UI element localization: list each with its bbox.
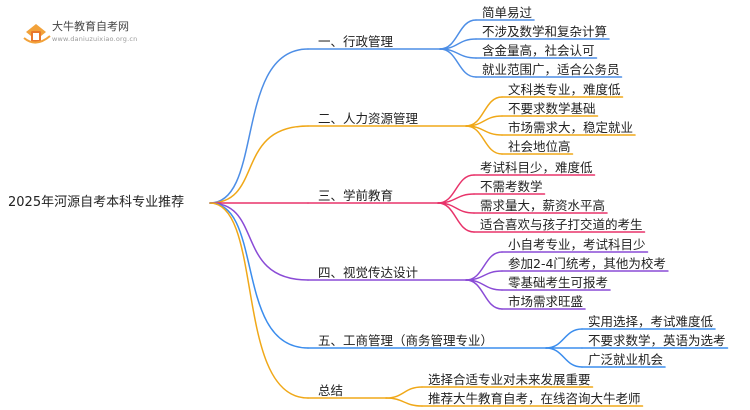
leaf-3-1: 考试科目少，难度低 (480, 160, 593, 175)
leaf-3-2: 不需考数学 (480, 179, 543, 194)
leaf-5-1: 实用选择，考试难度低 (588, 314, 714, 329)
leaf-4-3: 零基础考生可报考 (508, 275, 609, 290)
root-topic: 2025年河源自考本科专业推荐 (8, 195, 185, 210)
connector-branch-5-leaf-3 (545, 347, 583, 368)
logo-icon (23, 24, 51, 44)
connector-root-branch-4 (209, 202, 309, 281)
connector-branch-3-leaf-4 (437, 202, 475, 233)
leaf-1-1: 简单易过 (482, 5, 533, 20)
connector-branch-6-leaf-2 (385, 397, 423, 407)
connector-root-branch-2 (209, 125, 309, 204)
leaf-2-2: 不要求数学基础 (508, 101, 596, 116)
leaf-1-4: 就业范围广，适合公务员 (482, 62, 620, 77)
branch-6-label: 总结 (318, 383, 344, 398)
connector-branch-4-leaf-4 (465, 279, 503, 310)
branch-5-label: 五、工商管理（商务管理专业） (318, 333, 494, 348)
connector-branch-6-leaf-1 (385, 386, 423, 399)
logo-name: 大牛教育自考网 (52, 20, 129, 33)
leaf-2-4: 社会地位高 (508, 139, 571, 154)
branch-4-label: 四、视觉传达设计 (318, 265, 419, 280)
connector-branch-2-leaf-4 (465, 125, 503, 155)
leaf-2-1: 文科类专业，难度低 (508, 82, 621, 97)
leaf-5-3: 广泛就业机会 (588, 352, 664, 367)
branch-3-label: 三、学前教育 (318, 188, 394, 203)
leaf-6-2: 推荐大牛教育自考，在线咨询大牛老师 (428, 391, 641, 406)
branch-2-label: 二、人力资源管理 (318, 111, 419, 126)
connector-root-branch-1 (209, 48, 309, 204)
logo-url: www.daniuzuixiao.org.cn (52, 35, 138, 43)
leaf-1-2: 不涉及数学和复杂计算 (482, 24, 608, 39)
leaf-4-1: 小自考专业，考试科目少 (508, 237, 646, 252)
leaf-3-4: 适合喜欢与孩子打交道的考生 (480, 217, 643, 232)
branch-1-label: 一、行政管理 (318, 34, 394, 49)
connector-root-branch-6 (209, 202, 309, 399)
leaf-5-2: 不要求数学，英语为选考 (588, 333, 726, 348)
leaf-4-4: 市场需求旺盛 (508, 294, 584, 309)
connector-root-branch-5 (209, 202, 309, 349)
leaf-6-1: 选择合适专业对未来发展重要 (428, 372, 591, 387)
leaf-2-3: 市场需求大，稳定就业 (508, 120, 634, 135)
leaf-3-3: 需求量大，薪资水平高 (480, 198, 606, 213)
connector-branch-5-leaf-1 (545, 328, 583, 349)
leaf-4-2: 参加2-4门统考，其他为校考 (508, 256, 666, 271)
leaf-1-3: 含金量高，社会认可 (482, 43, 595, 58)
connector-branch-1-leaf-4 (439, 48, 477, 78)
